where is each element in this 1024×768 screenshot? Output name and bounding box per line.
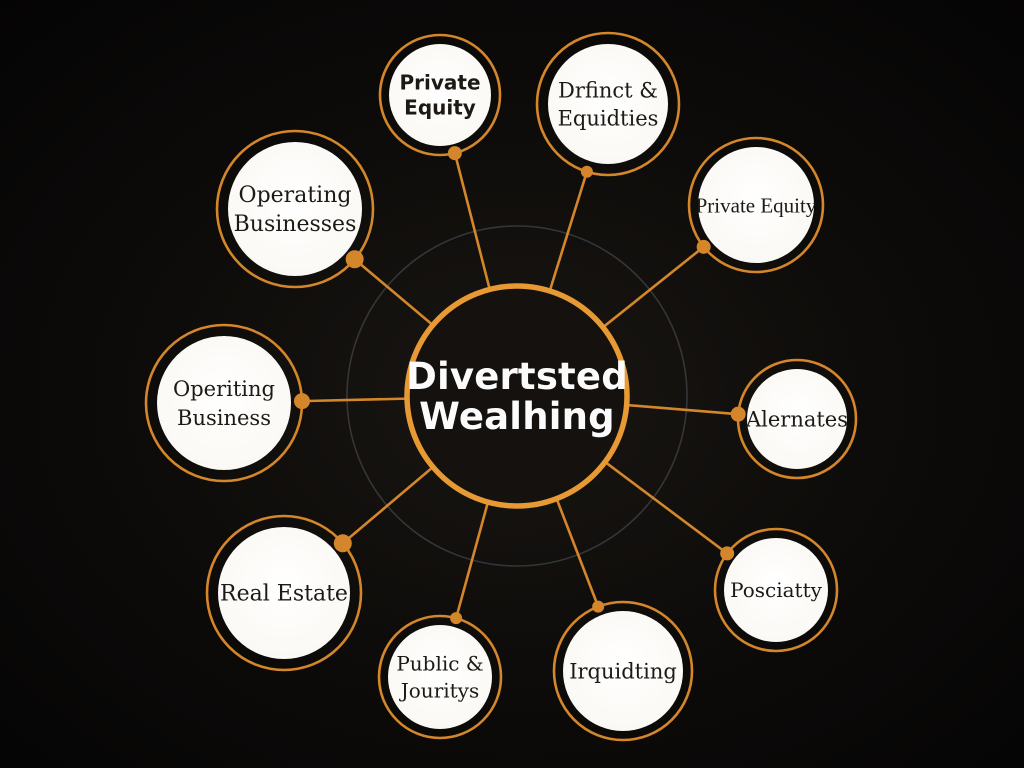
- node-circle: [388, 625, 492, 729]
- node-circle: [389, 44, 491, 146]
- node-label-line: Business: [177, 406, 271, 430]
- node-ring: [535, 31, 681, 177]
- node-private-equity-right: Private Equity: [687, 136, 825, 274]
- node-ring: [377, 614, 503, 740]
- spoke-line: [353, 258, 434, 327]
- spoke-line: [454, 501, 490, 619]
- node-ring: [552, 600, 694, 742]
- node-public-jouritys: Public & Jouritys: [377, 614, 503, 740]
- spoke-line: [626, 403, 739, 416]
- node-label: Alernates: [745, 407, 848, 431]
- spoke-line: [604, 460, 728, 555]
- node-ring: [215, 129, 375, 289]
- node-label-line: Drfinct &: [558, 78, 658, 102]
- node-label-line: Equidties: [558, 106, 659, 130]
- node-real-estate: Real Estate: [205, 514, 363, 672]
- node-circle: [563, 611, 683, 731]
- node-label-line: Irquidting: [569, 659, 677, 683]
- node-ring: [144, 323, 304, 483]
- spoke-line: [555, 498, 600, 608]
- node-circle: [228, 142, 362, 276]
- node-label-line: Businesses: [234, 212, 357, 237]
- spoke-line: [453, 152, 491, 290]
- hub-label-line: Wealhing: [419, 395, 615, 438]
- node-drfinct-equidties: Drfinct & Equidties: [535, 31, 681, 177]
- node-label-line: Operiting: [173, 377, 275, 401]
- node-circle: [747, 369, 847, 469]
- node-label-line: Operating: [239, 183, 352, 208]
- node-label-line: Equity: [404, 96, 476, 120]
- node-label-line: Alernates: [745, 407, 848, 431]
- node-label: Private Equity: [696, 193, 817, 217]
- orbit-ring: [346, 225, 688, 567]
- node-ring: [713, 527, 839, 653]
- node-label: Public & Jouritys: [396, 652, 483, 703]
- node-posciatty: Posciatty: [713, 527, 839, 653]
- node-alernates: Alernates: [736, 358, 858, 480]
- node-label: Posciatty: [730, 578, 823, 602]
- spoke-line: [548, 171, 589, 292]
- node-circle: [157, 336, 291, 470]
- node-ring: [205, 514, 363, 672]
- hub-circle: [404, 283, 630, 509]
- node-label-line: Posciatty: [730, 578, 823, 602]
- node-label: Drfinct & Equidties: [558, 78, 659, 130]
- hub-label-line: Divertsted: [406, 355, 628, 398]
- node-label-line: Public &: [396, 652, 483, 676]
- node-label-line: Private Equity: [696, 193, 817, 217]
- node-label-line: Jouritys: [399, 679, 480, 703]
- node-irquidting: Irquidting: [552, 600, 694, 742]
- spoke-line: [301, 397, 408, 403]
- node-ring: [378, 33, 502, 157]
- node-circle: [548, 44, 668, 164]
- node-label-line: Real Estate: [220, 582, 348, 607]
- spoke-line: [602, 245, 705, 329]
- node-label: Irquidting: [569, 659, 677, 683]
- node-circle: [724, 538, 828, 642]
- node-label: Real Estate: [220, 582, 348, 607]
- node-circle: [218, 527, 350, 659]
- node-label-line: Private: [399, 71, 480, 95]
- node-circle: [698, 147, 814, 263]
- node-ring: [687, 136, 825, 274]
- node-ring: [736, 358, 858, 480]
- spoke-line: [341, 466, 434, 545]
